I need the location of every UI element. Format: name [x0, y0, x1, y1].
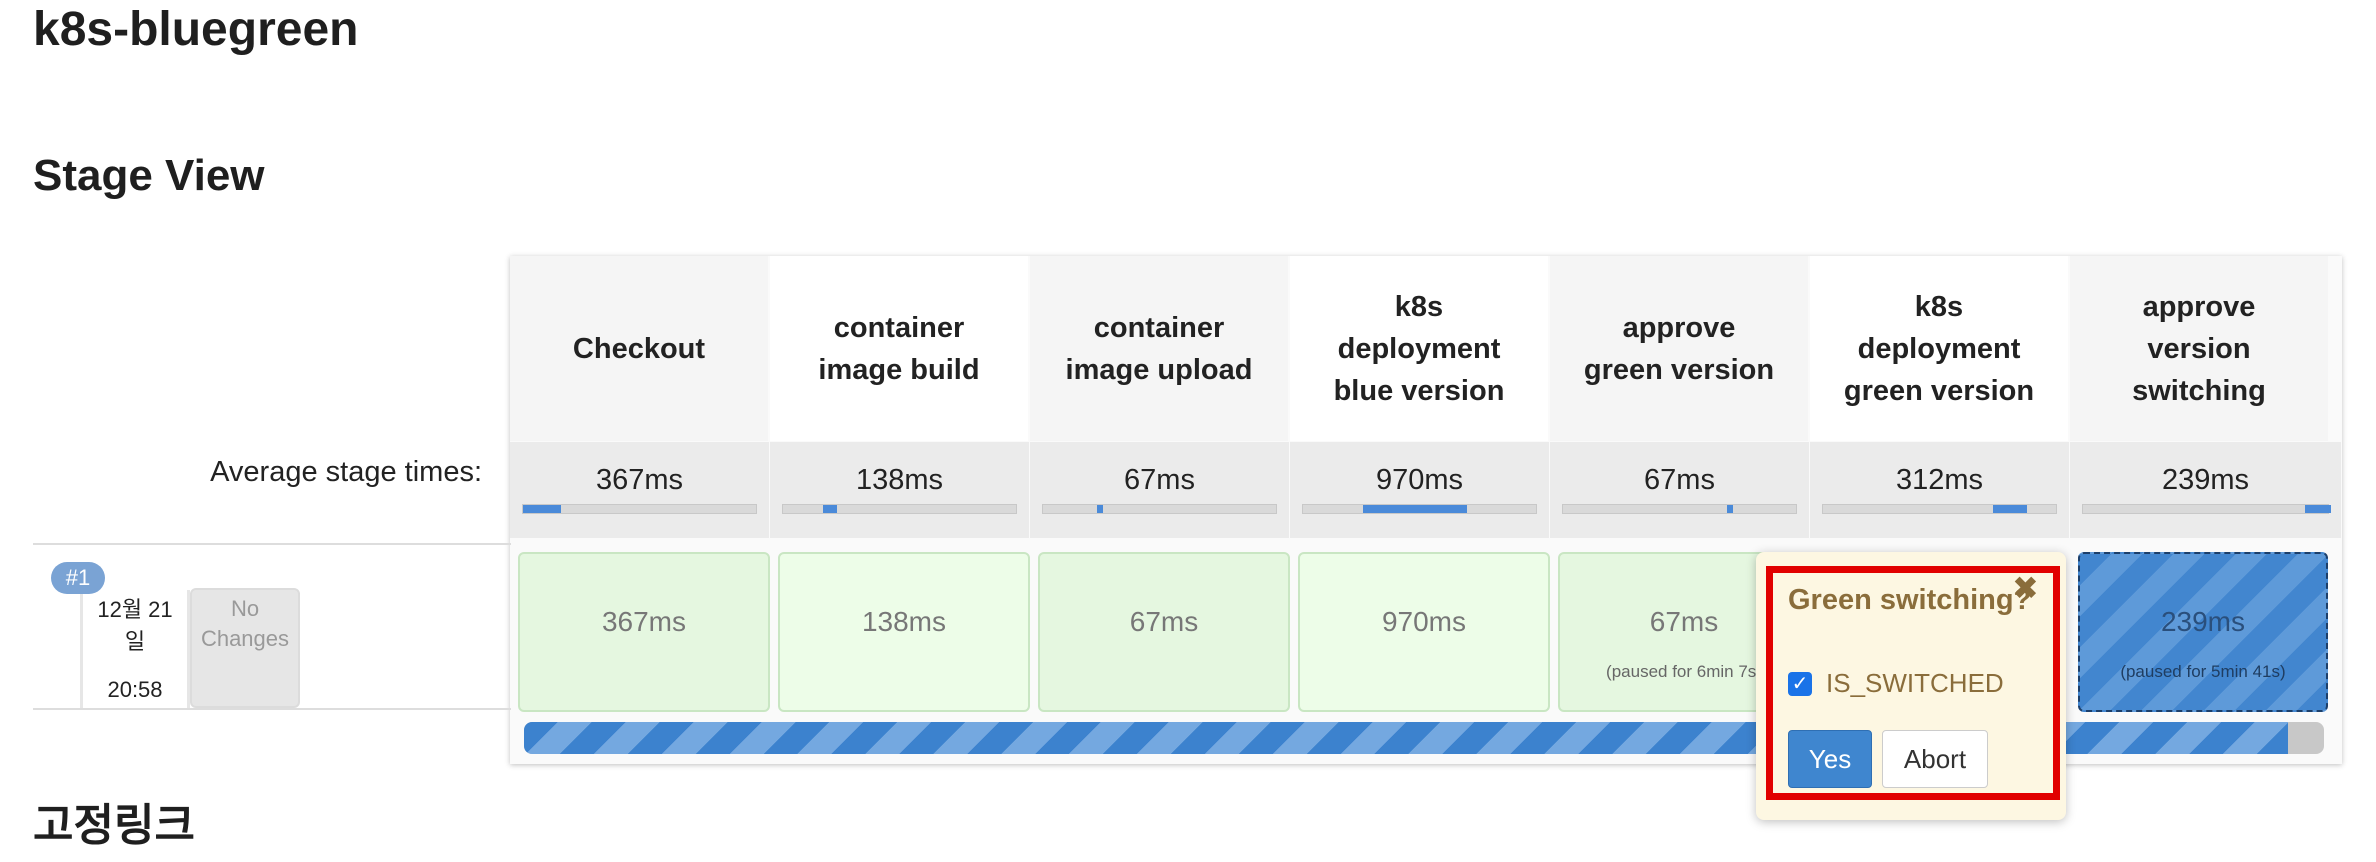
stage-header-checkout: Checkout [510, 256, 768, 441]
stage-cell-time: 367ms [601, 606, 687, 637]
row-divider [33, 543, 511, 545]
stage-cell-k8s-deployment-blue[interactable]: 970ms [1298, 552, 1550, 712]
avg-cell-checkout: 367ms [510, 442, 770, 538]
avg-cell-approve-green: 67ms [1550, 442, 1810, 538]
popover-title: Green switching? [1788, 584, 2032, 616]
avg-time: 312ms [1895, 464, 1984, 496]
build-number-badge[interactable]: #1 [51, 562, 105, 594]
avg-bar [1562, 504, 1797, 514]
avg-cell-upload: 67ms [1030, 442, 1290, 538]
stage-cell-container-image-build[interactable]: 138ms [778, 552, 1030, 712]
build-time: 20:58 [107, 677, 163, 702]
avg-time: 138ms [855, 464, 944, 496]
stage-view-title: Stage View [33, 151, 265, 200]
param-row: ✓ IS_SWITCHED [1788, 668, 2004, 699]
average-stage-times-label: Average stage times: [210, 456, 482, 488]
stage-cell-paused-note: (paused for 5min 41s) [2120, 662, 2286, 681]
stage-cell-time: 970ms [1381, 606, 1467, 637]
avg-time: 67ms [1644, 464, 1715, 496]
close-icon[interactable]: ✖ [2012, 570, 2039, 606]
avg-cell-green: 312ms [1810, 442, 2070, 538]
avg-cell-switching: 239ms [2070, 442, 2342, 538]
stage-header-container-image-upload: container image upload [1030, 256, 1288, 441]
avg-time: 239ms [2161, 464, 2250, 496]
stage-cell-container-image-upload[interactable]: 67ms [1038, 552, 1290, 712]
permalinks-title: 고정링크 [33, 801, 195, 850]
stage-cell-approve-switching[interactable]: 239ms (paused for 5min 41s) [2078, 552, 2328, 712]
stage-cell-time: 239ms [2160, 606, 2246, 637]
avg-bar [1302, 504, 1537, 514]
avg-bar [522, 504, 757, 514]
avg-time: 67ms [1124, 464, 1195, 496]
stage-header-container-image-build: container image build [770, 256, 1028, 441]
avg-bar [1042, 504, 1277, 514]
stage-cell-paused-note: (paused for 6min 7s) [1606, 662, 1762, 681]
avg-bar [2082, 504, 2331, 514]
highlight-frame [1766, 566, 2060, 800]
stage-cell-checkout[interactable]: 367ms [518, 552, 770, 712]
avg-time: 367ms [595, 464, 684, 496]
is-switched-checkbox[interactable]: ✓ [1788, 671, 1812, 696]
stage-header-approve-green: approve green version [1550, 256, 1808, 441]
stage-cell-time: 67ms [1129, 606, 1199, 637]
is-switched-label: IS_SWITCHED [1826, 668, 2004, 698]
avg-bar [782, 504, 1017, 514]
stage-header-approve-switching: approve version switching [2070, 256, 2328, 441]
build-date-line2: 일 [124, 629, 146, 654]
build-date: 12월 21 일 20:58 [80, 590, 190, 708]
abort-button[interactable]: Abort [1882, 730, 1988, 788]
avg-bar [1822, 504, 2057, 514]
no-changes-box[interactable]: No Changes [190, 588, 300, 708]
row-divider [33, 708, 511, 710]
stage-header-k8s-deployment-blue: k8s deployment blue version [1290, 256, 1548, 441]
yes-button[interactable]: Yes [1788, 730, 1872, 788]
page-title: k8s-bluegreen [33, 3, 359, 56]
build-date-line1: 12월 21 [97, 597, 173, 622]
stage-header-k8s-deployment-green: k8s deployment green version [1810, 256, 2068, 441]
stage-cell-time: 138ms [861, 606, 947, 637]
stage-cell-time: 67ms [1649, 606, 1719, 637]
stage-view-table: Checkout container image build container… [510, 256, 2342, 764]
avg-cell-blue: 970ms [1290, 442, 1550, 538]
input-requested-popover: Green switching? ✖ ✓ IS_SWITCHED Yes Abo… [1756, 552, 2066, 820]
avg-time: 970ms [1375, 464, 1464, 496]
avg-cell-build: 138ms [770, 442, 1030, 538]
